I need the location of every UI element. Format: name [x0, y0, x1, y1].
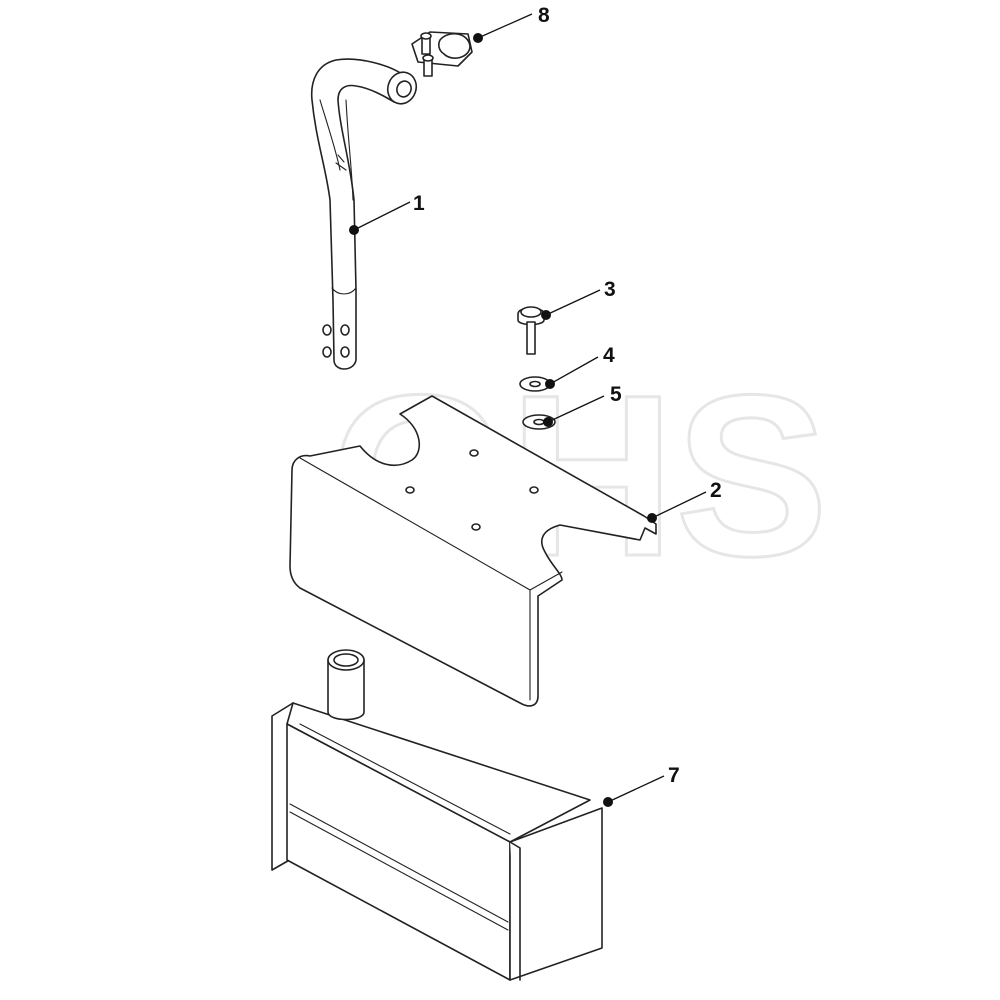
part-8-clamp	[411, 31, 473, 77]
callout-5: 5	[543, 383, 622, 427]
part-3-bolt	[517, 306, 545, 355]
callout-3-label: 3	[604, 278, 616, 301]
callout-8: 8	[473, 4, 550, 43]
callout-1-label: 1	[413, 192, 425, 215]
callout-2: 2	[647, 479, 722, 523]
part-1-tail-pipe	[310, 58, 418, 370]
part-2-heat-shield	[289, 395, 657, 707]
callout-5-label: 5	[610, 383, 622, 406]
part-7-muffler	[271, 649, 603, 981]
callout-3: 3	[541, 278, 616, 320]
callout-7: 7	[603, 764, 680, 807]
callout-4-label: 4	[603, 344, 615, 367]
callout-1: 1	[349, 192, 425, 235]
callout-4: 4	[545, 344, 615, 389]
callout-8-label: 8	[538, 4, 550, 27]
callout-7-label: 7	[668, 764, 680, 787]
callout-2-label: 2	[710, 479, 722, 502]
